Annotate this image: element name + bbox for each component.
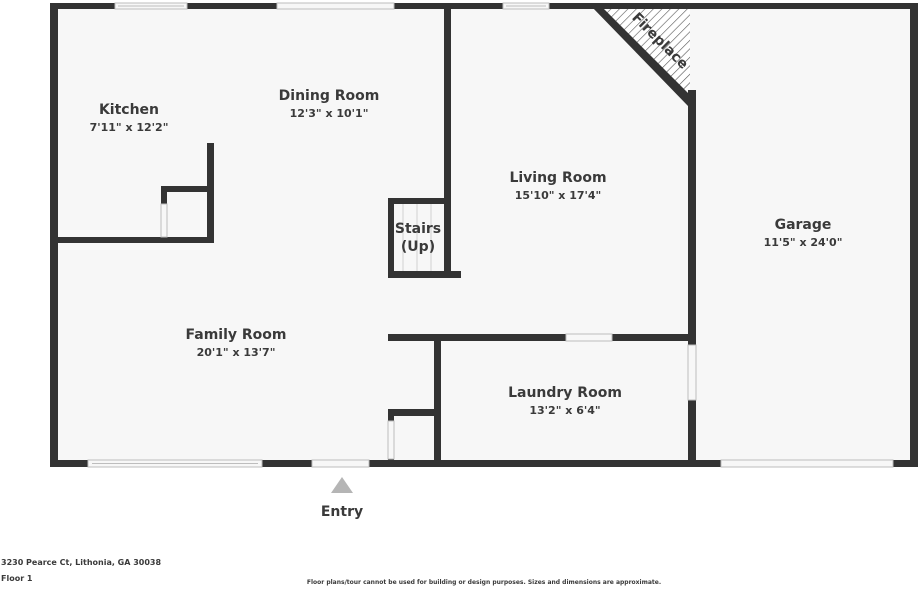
garage-door-opening — [720, 459, 894, 468]
floor-area — [54, 6, 914, 466]
living-name: Living Room — [509, 170, 606, 186]
living-dim: 15'10" x 17'4" — [515, 189, 602, 202]
disclaimer-text: Floor plans/tour cannot be used for buil… — [307, 579, 661, 586]
pantry-door-opening — [160, 203, 168, 238]
laundry-name: Laundry Room — [508, 385, 622, 401]
entry-door-opening — [311, 459, 370, 468]
dining-name: Dining Room — [279, 88, 380, 104]
laundry-door-opening — [565, 333, 613, 342]
openings — [87, 2, 894, 468]
window-dining — [276, 2, 395, 10]
kitchen-name: Kitchen — [99, 102, 159, 118]
garage-dim: 11'5" x 24'0" — [764, 236, 843, 249]
stairs-name: Stairs — [395, 221, 441, 237]
dining-dim: 12'3" x 10'1" — [290, 107, 369, 120]
entry-label: Entry — [321, 504, 363, 520]
entry-arrow-icon — [331, 477, 353, 493]
laundry-dim: 13'2" x 6'4" — [529, 404, 600, 417]
family-name: Family Room — [186, 327, 287, 343]
closet-door-opening — [387, 420, 395, 460]
family-dim: 20'1" x 13'7" — [197, 346, 276, 359]
interior-walls — [54, 6, 696, 466]
kitchen-dim: 7'11" x 12'2" — [90, 121, 169, 134]
garage-side-door-opening — [687, 344, 697, 401]
stair-treads — [402, 204, 432, 271]
address-text: 3230 Pearce Ct, Lithonia, GA 30038 — [1, 558, 161, 567]
floor-label: Floor 1 — [1, 574, 33, 583]
outer-walls — [50, 3, 918, 467]
garage-name: Garage — [775, 217, 832, 233]
stairs-direction: (Up) — [401, 239, 435, 255]
